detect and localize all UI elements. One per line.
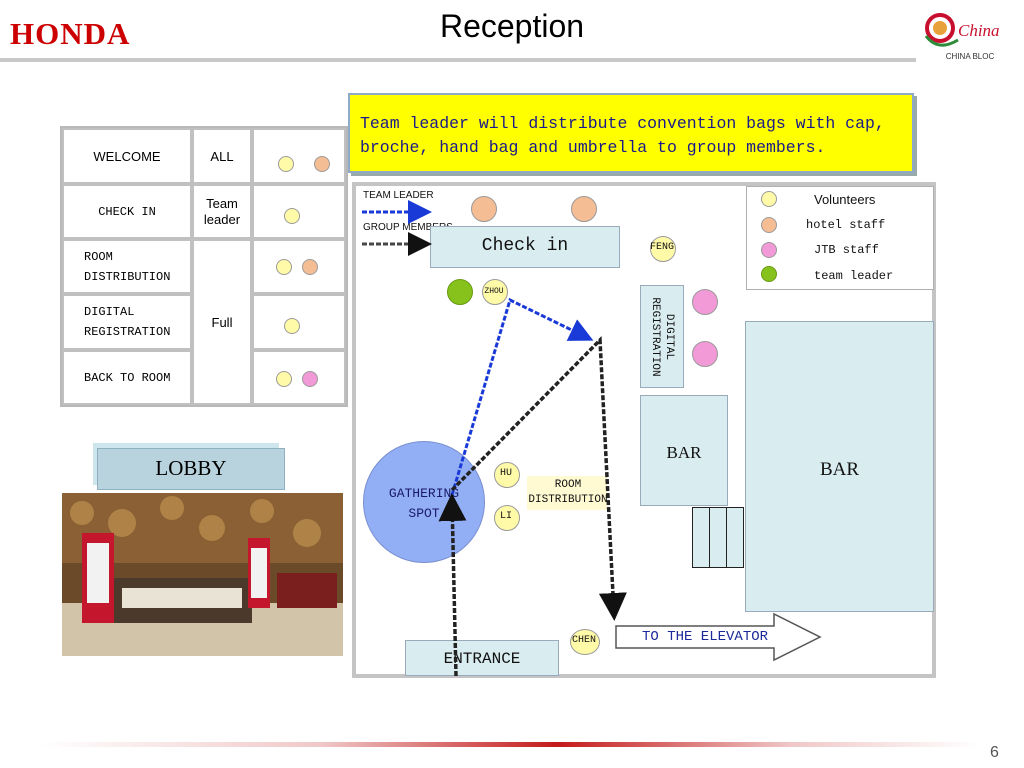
volunteer-marker-zhou bbox=[482, 279, 508, 305]
elevator-arrow-icon bbox=[615, 612, 822, 662]
legend-jtb-staff-label: JTB staff bbox=[814, 243, 879, 257]
team-leader-marker bbox=[447, 279, 473, 305]
jtb-staff-dot bbox=[302, 371, 318, 387]
partner-logo-caption: CHINA BLOC bbox=[945, 52, 995, 61]
row-step-room-distribution: ROOM DISTRIBUTION bbox=[84, 249, 171, 284]
legend-volunteer-dot bbox=[761, 191, 777, 207]
stairs-outline bbox=[692, 507, 744, 568]
table-cell-step: DIGITAL REGISTRATION bbox=[62, 294, 192, 350]
title-divider bbox=[0, 58, 916, 62]
elevator-label: TO THE ELEVATOR bbox=[642, 629, 769, 645]
bar-large-label: BAR bbox=[819, 459, 860, 480]
check-in-desk bbox=[430, 226, 620, 268]
legend-team-leader-dot-label: team leader bbox=[814, 269, 894, 283]
hotel-staff-dot bbox=[314, 156, 330, 172]
volunteer-marker-chen bbox=[570, 629, 600, 655]
table-cell-dots bbox=[252, 350, 346, 405]
table-cell-step: ROOM DISTRIBUTION bbox=[62, 239, 192, 294]
digital-registration-desk bbox=[640, 285, 684, 388]
hotel-staff-marker bbox=[471, 196, 497, 222]
partner-logo-script: China bbox=[958, 21, 1000, 40]
stairs-line bbox=[726, 507, 727, 568]
stairs-line bbox=[709, 507, 710, 568]
table-cell-dots bbox=[252, 239, 346, 294]
table-cell-who: ALL bbox=[192, 128, 252, 184]
jtb-staff-marker bbox=[692, 341, 718, 367]
volunteer-hu-label: HU bbox=[499, 468, 512, 479]
table-cell-step: BACK TO ROOM bbox=[62, 350, 192, 405]
row-who-full: Full bbox=[211, 314, 233, 330]
footer-bar bbox=[40, 742, 980, 747]
volunteer-dot bbox=[284, 318, 300, 334]
volunteer-feng-label: FENG bbox=[649, 242, 674, 253]
room-distribution-area bbox=[527, 476, 607, 510]
volunteer-li-label: LI bbox=[499, 511, 512, 522]
lobby-label: LOBBY bbox=[97, 448, 285, 490]
volunteer-dot bbox=[278, 156, 294, 172]
bar-small bbox=[640, 395, 728, 506]
bar-large bbox=[745, 321, 934, 612]
note-text: Team leader will distribute convention b… bbox=[360, 114, 885, 157]
legend-hotel-staff-label: hotel staff bbox=[806, 218, 886, 232]
legend-team-leader-dot bbox=[761, 266, 777, 282]
table-cell-step: CHECK IN bbox=[62, 184, 192, 239]
lobby-photo bbox=[62, 493, 343, 656]
row-step-back-to-room: BACK TO ROOM bbox=[84, 370, 171, 385]
row-step-digital-registration: DIGITAL REGISTRATION bbox=[84, 305, 171, 339]
table-cell-step: WELCOME bbox=[62, 128, 192, 184]
row-step-check-in: CHECK IN bbox=[98, 204, 156, 219]
volunteer-marker-feng bbox=[650, 236, 676, 262]
row-who-all: ALL bbox=[210, 148, 234, 164]
entrance-label: ENTRANCE bbox=[443, 650, 521, 668]
volunteer-dot bbox=[284, 208, 300, 224]
table-cell-dots bbox=[252, 128, 346, 184]
check-in-label: Check in bbox=[481, 236, 569, 256]
row-step-welcome: WELCOME bbox=[93, 148, 161, 164]
volunteer-marker-li bbox=[494, 505, 520, 531]
schedule-table: WELCOME ALL CHECK IN Team leader ROOM DI… bbox=[60, 126, 348, 407]
hotel-staff-marker bbox=[571, 196, 597, 222]
page-title: Reception bbox=[439, 8, 585, 44]
volunteer-marker-hu bbox=[494, 462, 520, 488]
volunteer-zhou-label: ZHOU bbox=[484, 287, 504, 296]
legend-group-members-label: GROUP MEMBERS bbox=[363, 222, 453, 233]
color-legend bbox=[746, 186, 934, 290]
legend-hotel-staff-dot bbox=[761, 217, 777, 233]
table-cell-dots bbox=[252, 294, 346, 350]
legend-volunteers-label: Volunteers bbox=[814, 192, 876, 207]
page-number: 6 bbox=[990, 744, 999, 761]
china-bloc-logo: China bbox=[924, 13, 1000, 47]
bar-small-label: BAR bbox=[666, 443, 702, 462]
entrance bbox=[405, 640, 559, 676]
volunteer-chen-label: CHEN bbox=[571, 635, 596, 646]
room-distribution-label: ROOM DISTRIBUTION bbox=[528, 479, 608, 506]
honda-logo: HONDA bbox=[10, 16, 131, 51]
table-cell-who-merged: Full bbox=[192, 239, 252, 405]
volunteer-dot bbox=[276, 371, 292, 387]
note-box bbox=[348, 93, 914, 173]
volunteer-dot bbox=[276, 259, 292, 275]
hotel-staff-dot bbox=[302, 259, 318, 275]
table-cell-dots bbox=[252, 184, 346, 239]
row-who-team-leader: Team leader bbox=[203, 196, 241, 227]
legend-jtb-staff-dot bbox=[761, 242, 777, 258]
legend-team-leader-label: TEAM LEADER bbox=[363, 190, 434, 201]
jtb-staff-marker bbox=[692, 289, 718, 315]
table-cell-who: Team leader bbox=[192, 184, 252, 239]
